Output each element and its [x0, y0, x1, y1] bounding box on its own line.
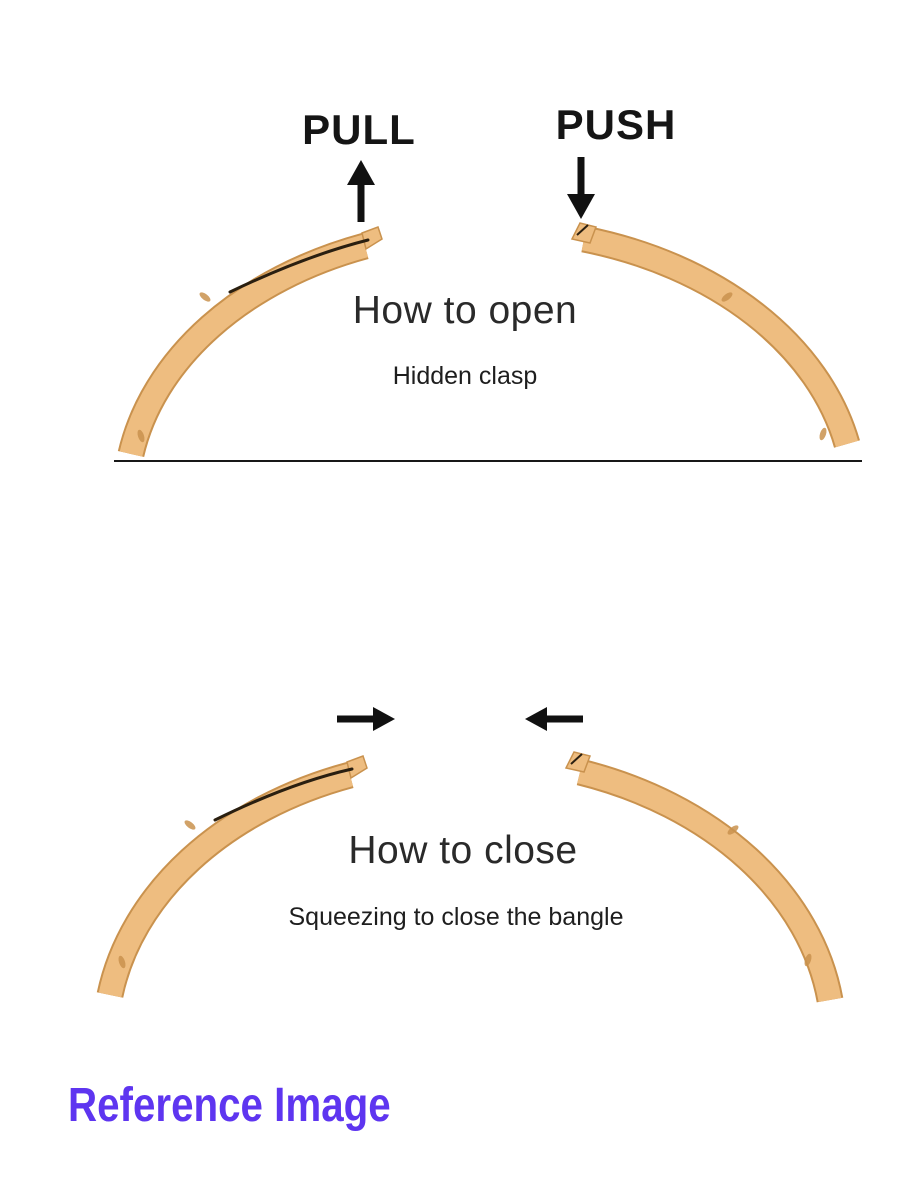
bangle-screw-marks — [118, 820, 812, 969]
bangle-left-band — [96, 761, 354, 998]
pull-label: PULL — [302, 106, 416, 153]
pull-up-arrow-icon — [347, 160, 375, 222]
open-section-subtitle: Hidden clasp — [392, 362, 538, 390]
push-down-arrow-icon — [567, 157, 595, 219]
squeeze-right-arrow-icon — [337, 707, 395, 731]
footer-section: Reference Image — [0, 1060, 900, 1200]
bangle-right-band — [581, 225, 860, 448]
bangle-right-band — [576, 758, 844, 1003]
open-section-title: How to open — [352, 289, 578, 332]
how-to-close-section: How to close Squeezing to close the bang… — [0, 560, 900, 1060]
reference-image-caption: Reference Image — [68, 1079, 391, 1132]
hidden-clasp-detail — [228, 222, 597, 294]
hidden-clasp-detail — [213, 751, 591, 822]
bangle-screw-marks — [137, 292, 827, 443]
close-bangle-illustration — [96, 751, 844, 1003]
open-bangle-illustration — [117, 222, 860, 458]
close-section-subtitle: Squeezing to close the bangle — [288, 903, 624, 931]
squeeze-left-arrow-icon — [525, 707, 583, 731]
how-to-open-section: PULL PUSH How to open Hidden clasp — [0, 0, 900, 560]
push-label: PUSH — [555, 101, 677, 148]
section-divider — [114, 460, 862, 462]
bangle-left-band — [117, 232, 369, 458]
close-section-title: How to close — [348, 829, 578, 872]
